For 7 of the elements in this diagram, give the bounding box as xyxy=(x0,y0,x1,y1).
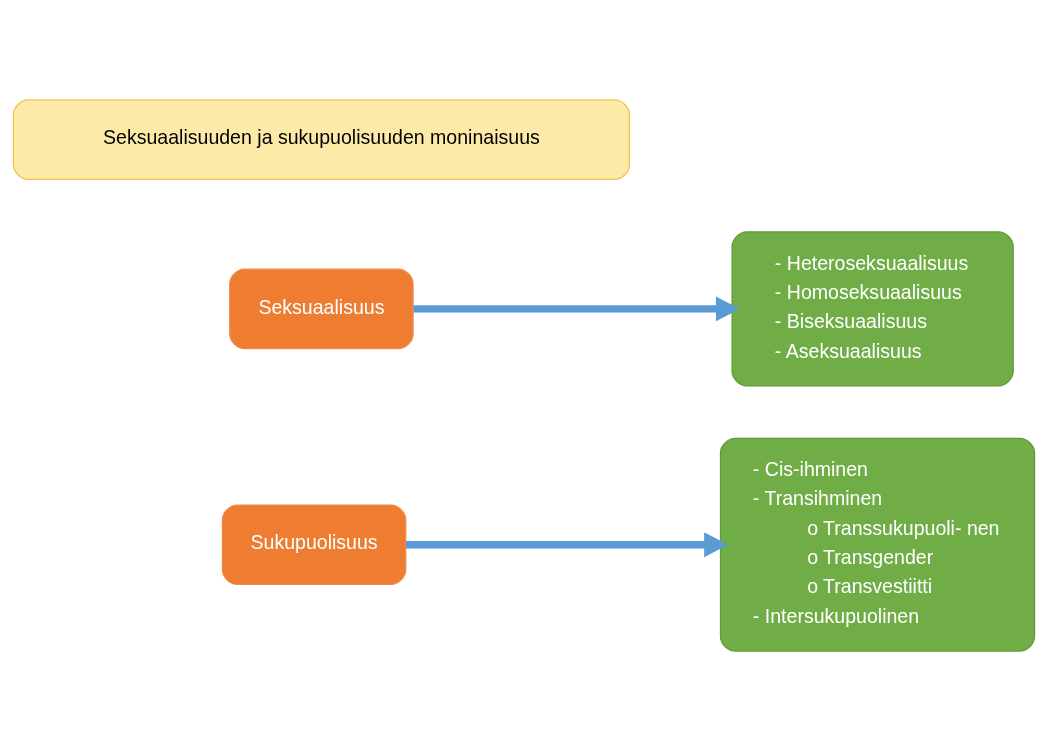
node-box: - Cis-ihminen - Transihminen o Transsukupuoli- nen o Transgender o Transvestiitti - Intersukupuolinen xyxy=(719,437,1036,652)
node-box: Sukupuolisuus xyxy=(221,504,407,586)
node-box: Seksuaalisuus xyxy=(229,268,414,350)
node-box: Seksuaalisuuden ja sukupuolisuuden moninaisuus xyxy=(12,99,631,180)
arrow xyxy=(413,296,740,322)
arrow xyxy=(405,532,728,558)
node-box: - Heteroseksuaalisuus - Homoseksuaalisuus - Biseksuaalisuus - Aseksuaalisuus xyxy=(731,231,1014,387)
